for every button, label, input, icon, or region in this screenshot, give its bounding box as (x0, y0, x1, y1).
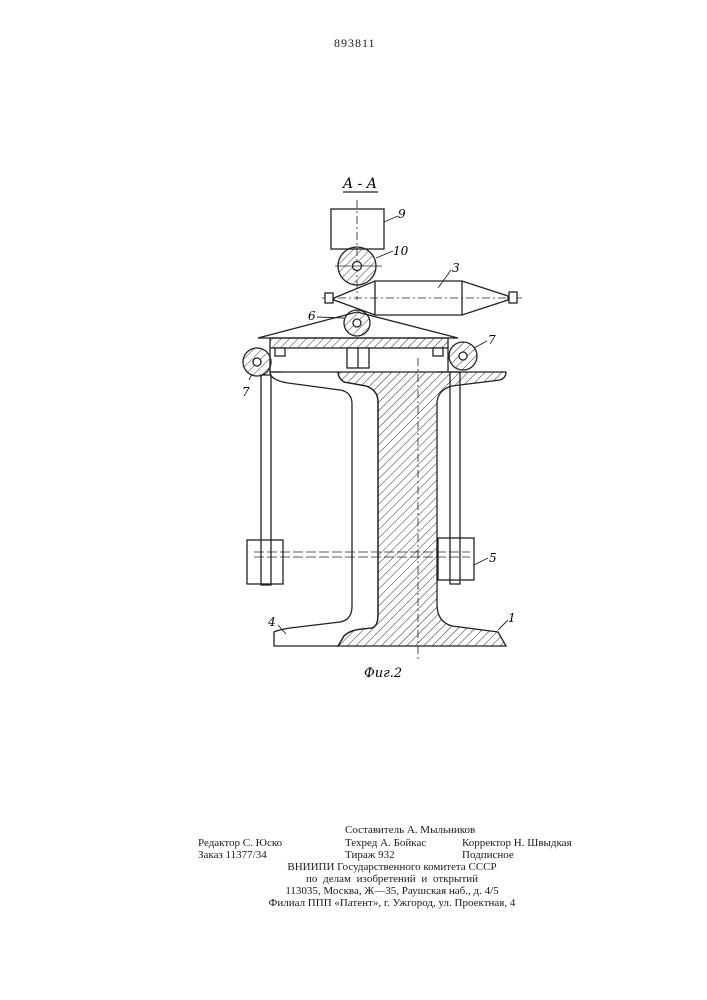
branch: Филиал ППП «Патент», г. Ужгород, ул. Про… (220, 897, 564, 910)
compiler: Составитель А. Мыльников (345, 824, 475, 837)
callout-1: 1 (508, 611, 516, 625)
section-label: A - A (341, 176, 377, 192)
right-weight-5 (438, 538, 474, 580)
callout-7-left: 7 (242, 385, 250, 399)
left-weight (247, 540, 283, 584)
callout-6: 6 (308, 309, 316, 323)
left-rod (261, 375, 271, 585)
callout-9: 9 (398, 207, 406, 221)
part-9-box (331, 209, 384, 249)
callout-3: 3 (452, 261, 460, 275)
callout-4: 4 (267, 615, 276, 629)
callout-10: 10 (393, 244, 409, 258)
beam-4-outline (270, 372, 378, 646)
crossbar (270, 338, 448, 348)
figure-caption: Фиг.2 (364, 666, 402, 681)
callout-7-right: 7 (488, 333, 496, 347)
rail-1 (338, 372, 506, 646)
callout-5: 5 (489, 551, 497, 565)
